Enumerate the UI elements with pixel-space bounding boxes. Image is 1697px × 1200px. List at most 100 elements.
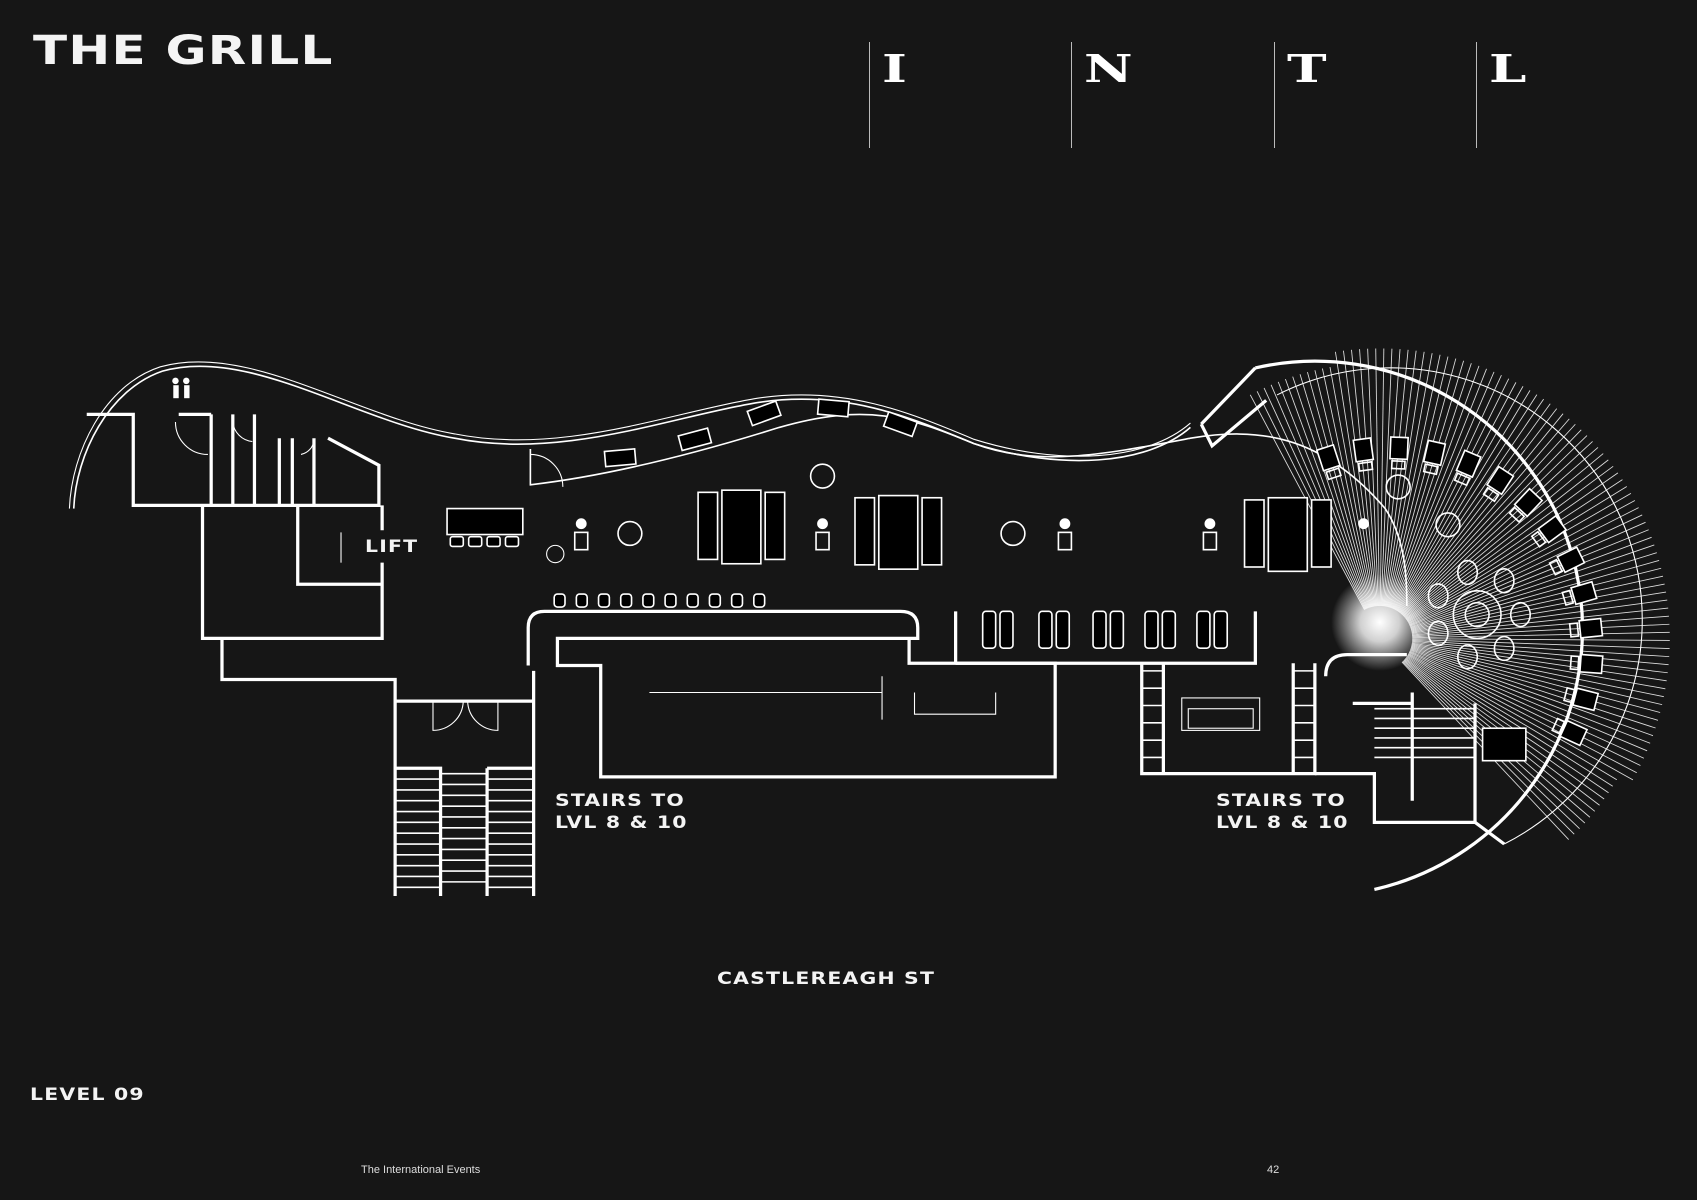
window-table (882, 410, 919, 438)
fan-ray (1409, 650, 1648, 752)
fan-ray (1411, 567, 1662, 631)
fan-ray (1411, 646, 1661, 713)
fan-ray (1387, 356, 1449, 607)
bar-stool (619, 593, 633, 608)
booth-table (1352, 437, 1375, 463)
fan-ray (1410, 552, 1657, 630)
fan-ray (1409, 529, 1649, 627)
bench (921, 496, 943, 566)
booth-table (1389, 436, 1409, 461)
fan-ray (1402, 429, 1582, 616)
fan-ray (1406, 656, 1609, 794)
lamp-base (1202, 531, 1218, 551)
fan-ray (1285, 378, 1370, 609)
booth-seat (1561, 589, 1575, 607)
fan-ray (1397, 394, 1538, 612)
stair-treads (395, 670, 1476, 889)
bar-stool (753, 593, 766, 608)
fan-ray (1383, 350, 1417, 607)
fan-ray (1408, 514, 1643, 625)
booth (1551, 717, 1589, 747)
booth (1561, 580, 1598, 607)
booth (1315, 443, 1342, 481)
fan-ray (1412, 607, 1669, 636)
booth-seat (1508, 506, 1526, 524)
fan-ray (1343, 350, 1377, 607)
fan-ray (1397, 398, 1544, 612)
brand-letter-cell: L (1476, 42, 1526, 148)
table (721, 489, 762, 565)
bench (1310, 499, 1332, 568)
fan-ray (1412, 640, 1670, 658)
booth-table (1455, 449, 1482, 479)
fan-ray (1329, 366, 1375, 607)
round-table (809, 463, 836, 489)
fan-ray (1386, 354, 1441, 607)
booth (1482, 465, 1515, 503)
fan-ray (1408, 507, 1639, 625)
fan-ray (1411, 644, 1664, 698)
fan-ray (1385, 353, 1433, 607)
round-table (1000, 520, 1026, 547)
brand-letter: T (1287, 46, 1327, 91)
fan-ray (1307, 372, 1372, 608)
booth-table (1422, 439, 1447, 467)
booth-seat (1568, 622, 1580, 638)
bar-stool (730, 593, 744, 608)
bench (854, 496, 876, 566)
fan-ray (1411, 645, 1663, 706)
seat (981, 610, 997, 649)
round-table (1464, 601, 1490, 628)
fan-ray (1406, 479, 1623, 622)
booth-table (1513, 487, 1544, 518)
booth-table (1579, 653, 1604, 675)
page-title: THE GRILL (33, 28, 334, 74)
fan-ray (1412, 638, 1670, 641)
seat (1213, 610, 1229, 649)
fan-ray (1410, 648, 1654, 737)
lamp-base (815, 531, 830, 551)
fan-ray (1384, 351, 1425, 607)
seat (1144, 610, 1159, 649)
fan-ray (1321, 368, 1374, 607)
table (677, 427, 713, 452)
booth (1548, 546, 1586, 576)
booth-seat (1453, 472, 1471, 487)
fan-ray (1299, 374, 1371, 608)
fan-ray (1403, 447, 1599, 618)
bench (697, 491, 719, 561)
fan-ray (1407, 653, 1634, 781)
lounge-chair (1456, 644, 1479, 670)
booth-table (1578, 617, 1604, 639)
fan-ray (1406, 655, 1613, 787)
window-table (677, 427, 713, 452)
fan-ray (1270, 384, 1368, 609)
fan-ray (1408, 652, 1641, 766)
booth (1352, 437, 1375, 472)
booth-table (1537, 514, 1568, 544)
fan-ray (1407, 654, 1618, 781)
brand-letter: I (882, 46, 907, 91)
fan-ray (1409, 649, 1651, 744)
fan-ray (1393, 374, 1502, 610)
lamp-base (1057, 531, 1073, 551)
lounge-chair (1493, 568, 1515, 594)
booth-seat (1325, 467, 1342, 481)
window-table (603, 447, 637, 468)
fan-ray (1412, 640, 1669, 666)
lift-label: LIFT (365, 537, 419, 557)
stairs-left-line-2: LVL 8 & 10 (555, 813, 688, 833)
booth-table (1570, 580, 1598, 606)
booth-seat (1390, 460, 1406, 470)
bar-stool (642, 593, 655, 608)
fan-ray (1411, 591, 1667, 634)
round-table (1385, 474, 1411, 500)
fan-ray (1395, 386, 1524, 611)
fan-ray (1292, 376, 1370, 608)
fan-ray (1398, 403, 1551, 613)
fan-ray (1401, 423, 1576, 615)
bar-stool (686, 593, 699, 608)
fan-ray (1411, 599, 1668, 635)
fan-ray (1399, 408, 1558, 613)
